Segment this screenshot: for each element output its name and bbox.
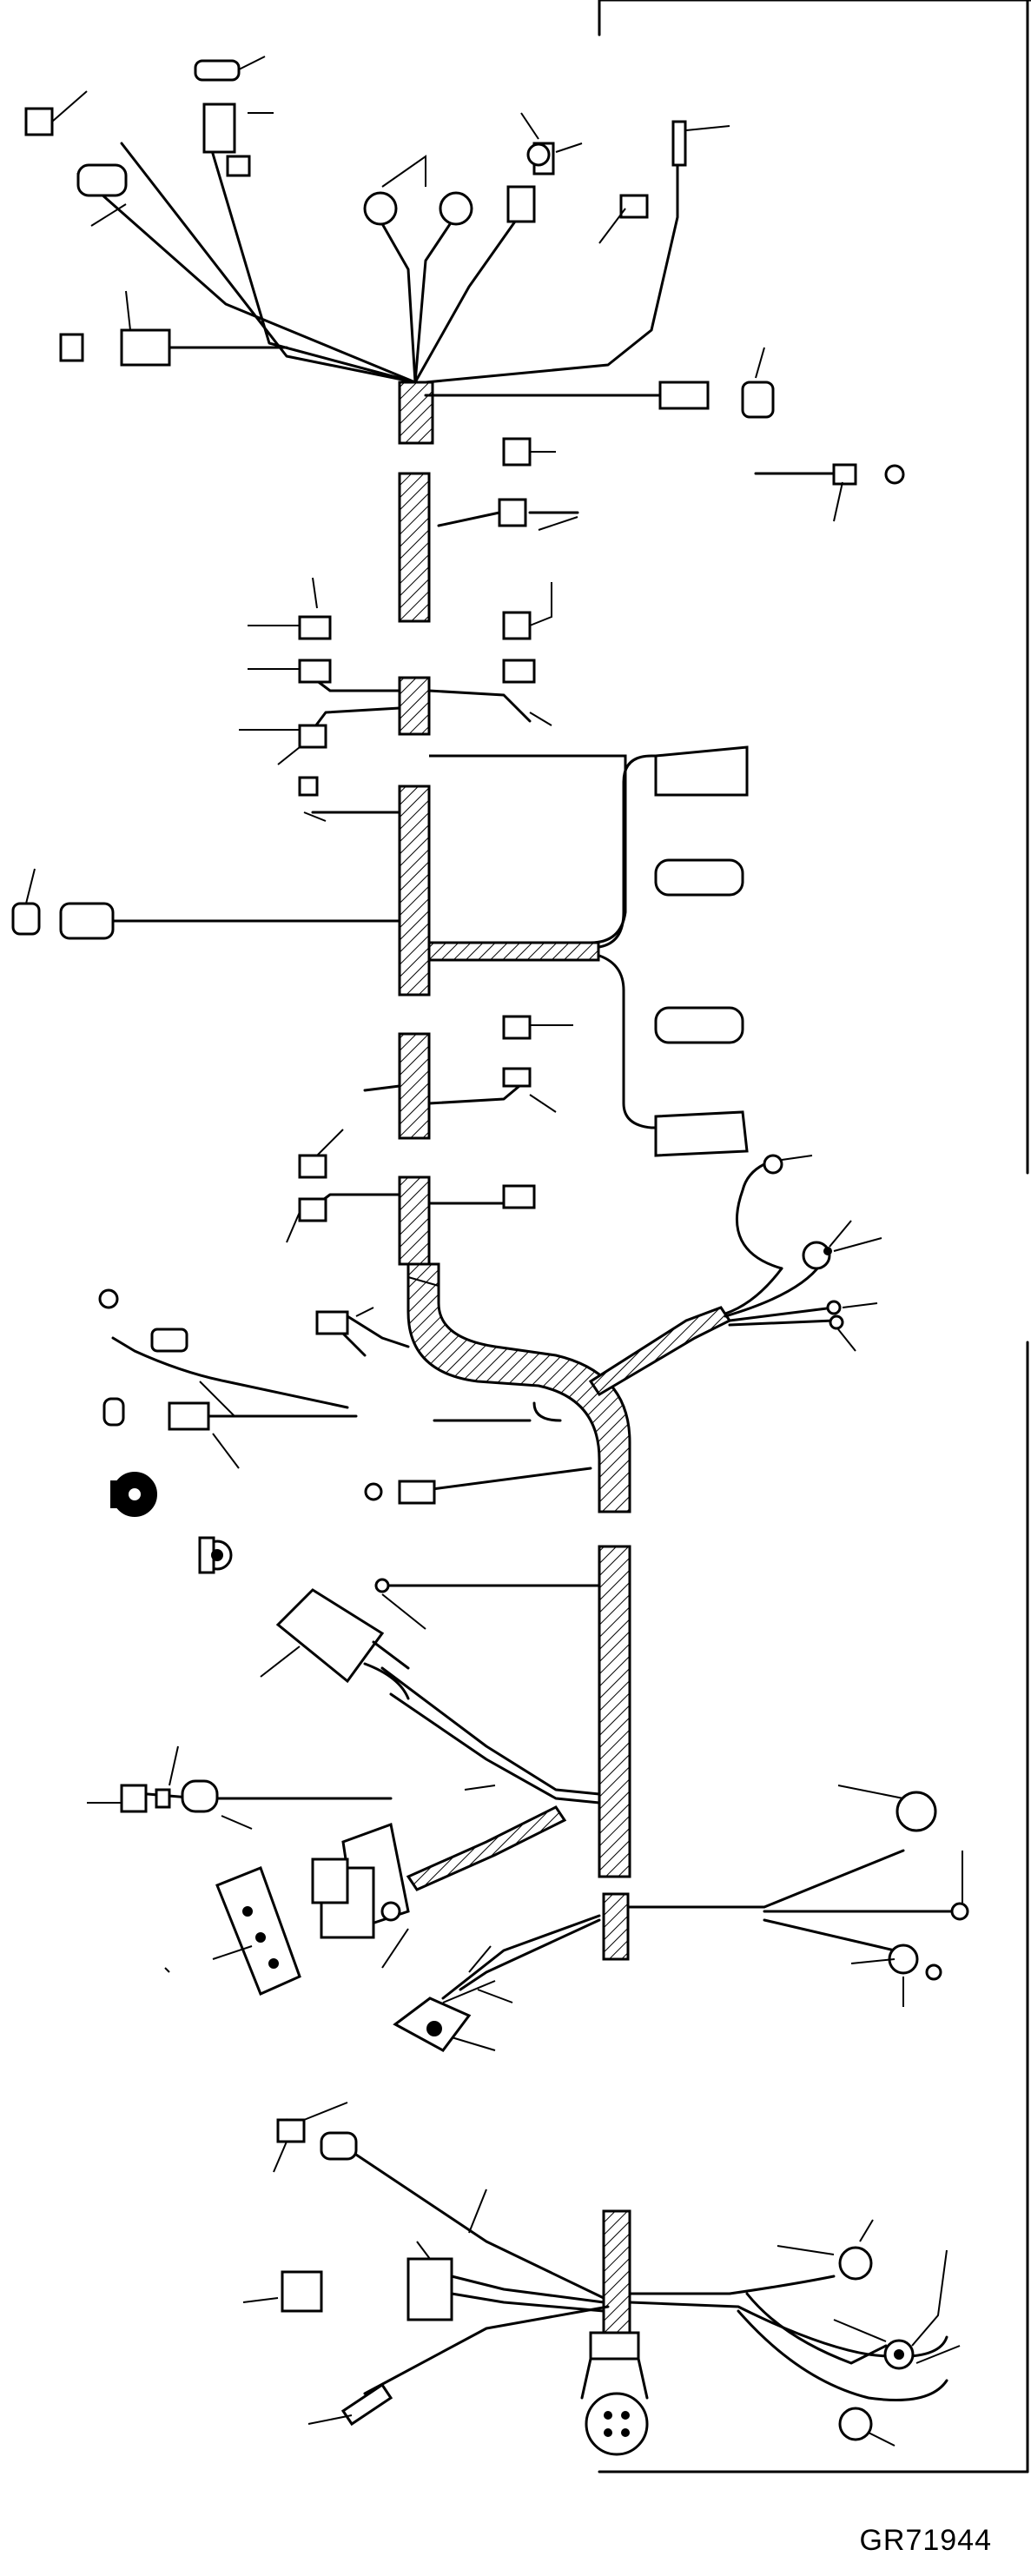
fuse-block — [212, 1866, 301, 1997]
lamp-socket-icon — [198, 1536, 233, 1574]
harness-top-section — [24, 56, 905, 1266]
harness-mid-section — [11, 659, 749, 1243]
harness-lower-section — [87, 1545, 969, 2456]
harness-curve-section — [98, 1154, 882, 1574]
relay-part-gear-icon — [110, 1472, 157, 1517]
relay-connector-block — [260, 1588, 410, 1700]
frame-border — [598, 0, 1031, 2473]
main-round-connector — [580, 2331, 649, 2456]
drawing-number: GR71944 — [859, 2524, 992, 2557]
fuse-relay-box — [311, 1822, 410, 1969]
ignition-switch — [393, 1945, 513, 2052]
